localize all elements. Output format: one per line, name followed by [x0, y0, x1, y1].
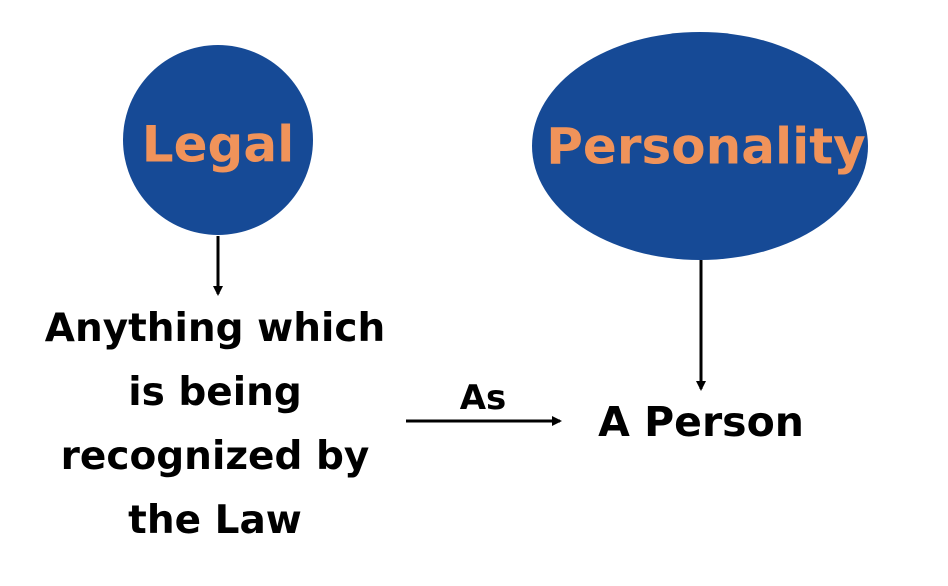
result-label: A Person — [598, 398, 804, 446]
definition-text: Anything which is being recognized by th… — [45, 306, 385, 543]
as-label: As — [460, 378, 507, 418]
definition-line: is being — [128, 370, 302, 415]
personality-label: Personality — [546, 118, 865, 176]
legal-circle — [123, 45, 313, 235]
definition-line: Anything which — [45, 306, 385, 351]
legal-label: Legal — [142, 116, 294, 174]
personality-ellipse — [532, 32, 868, 260]
personality-node: Personality — [532, 32, 868, 260]
definition-line: recognized by — [61, 434, 370, 479]
legal-node: Legal — [123, 45, 313, 235]
definition-line: the Law — [128, 498, 302, 543]
